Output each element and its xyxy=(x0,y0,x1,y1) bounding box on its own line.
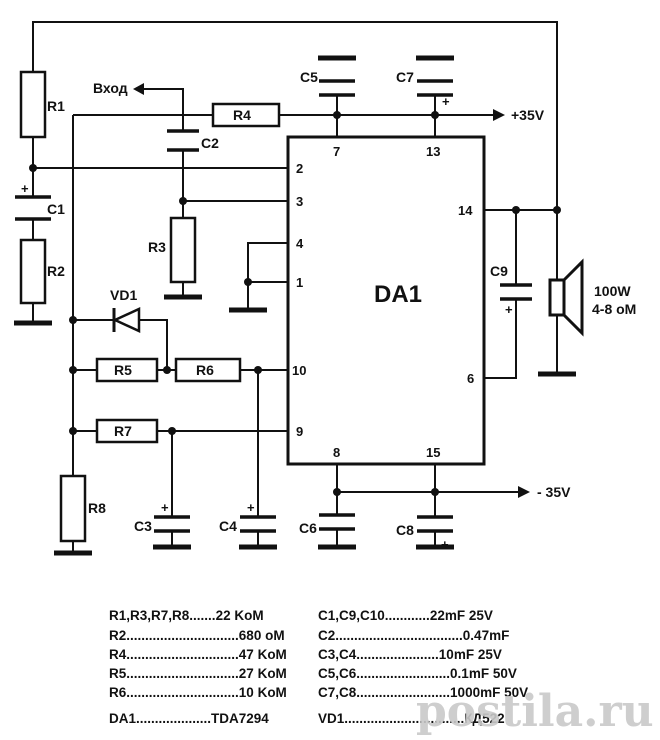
resistors xyxy=(19,70,281,543)
input-arrow xyxy=(133,83,144,95)
pin-7: 7 xyxy=(333,144,340,159)
resistor-r5 xyxy=(95,357,159,383)
capacitor-c8 xyxy=(417,515,453,533)
label-c2: C2 xyxy=(201,135,219,151)
label-vd1: VD1 xyxy=(110,287,137,303)
pin-1: 1 xyxy=(296,275,303,290)
label-supply-pos: +35V xyxy=(511,107,545,123)
capacitor-c9 xyxy=(500,283,532,301)
label-r4: R4 xyxy=(233,107,251,123)
bom-left-row-3: R5..............................27 KoM xyxy=(109,666,287,681)
pin-15: 15 xyxy=(426,445,440,460)
label-c4: C4 xyxy=(219,518,237,534)
watermark: postila.ru xyxy=(416,686,654,737)
supply-pos-arrow xyxy=(493,109,505,121)
label-r3: R3 xyxy=(148,239,166,255)
label-c9: C9 xyxy=(490,263,508,279)
label-r7: R7 xyxy=(114,423,132,439)
polarity-c8: + xyxy=(441,537,449,552)
label-c7: C7 xyxy=(396,69,414,85)
bom-right-row-0: C1,C9,C10............22mF 25V xyxy=(318,608,493,623)
label-speaker-impedance: 4-8 oM xyxy=(592,301,636,317)
bom-right: C1,C9,C10............22mF 25V C2........… xyxy=(318,608,528,726)
pin-2: 2 xyxy=(296,161,303,176)
label-c5: C5 xyxy=(300,69,318,85)
polarity-c9: + xyxy=(505,302,513,317)
capacitor-c4 xyxy=(240,515,276,533)
bom-left-row-2: R4..............................47 KoM xyxy=(109,647,287,662)
resistor-r6 xyxy=(174,357,242,383)
pin-14: 14 xyxy=(458,203,473,218)
pin-10: 10 xyxy=(292,363,306,378)
capacitor-c7 xyxy=(417,79,453,97)
bom-right-row-4: C7,C8.........................1000mF 50V xyxy=(318,685,528,700)
pin-6: 6 xyxy=(467,371,474,386)
label-c6: C6 xyxy=(299,520,317,536)
bom-right-row-2: C3,C4......................10mF 25V xyxy=(318,647,502,662)
label-c1: C1 xyxy=(47,201,65,217)
pin-4: 4 xyxy=(296,236,304,251)
bom-right-row-3: C5,C6.........................0.1mF 50V xyxy=(318,666,517,681)
label-c8: C8 xyxy=(396,522,414,538)
label-r2: R2 xyxy=(47,263,65,279)
label-c3: C3 xyxy=(134,518,152,534)
capacitors xyxy=(15,79,532,533)
supply-neg-arrow xyxy=(518,486,530,498)
resistor-r8 xyxy=(59,474,87,543)
bom-left-row-0: R1,R3,R7,R8.......22 KoM xyxy=(109,608,264,623)
speaker-icon xyxy=(548,258,584,337)
arrows xyxy=(133,83,530,498)
bom-right-diode: VD1................................КД522 xyxy=(318,711,505,726)
capacitor-c2 xyxy=(167,129,199,152)
label-r8: R8 xyxy=(88,500,106,516)
label-r6: R6 xyxy=(196,362,214,378)
pin-13: 13 xyxy=(426,144,440,159)
polarity-c3: + xyxy=(161,500,169,515)
bom-left-row-4: R6..............................10 KoM xyxy=(109,685,287,700)
bom-left-ic: DA1....................TDA7294 xyxy=(109,711,269,726)
label-r5: R5 xyxy=(114,362,132,378)
resistor-r1 xyxy=(19,70,47,139)
capacitor-c5 xyxy=(319,79,355,97)
diode-vd1 xyxy=(111,307,141,333)
label-r1: R1 xyxy=(47,98,65,114)
label-speaker-power: 100W xyxy=(594,283,631,299)
polarity-c7: + xyxy=(442,94,450,109)
chip-da1-body xyxy=(286,135,486,466)
pin-8: 8 xyxy=(333,445,340,460)
bom-left: R1,R3,R7,R8.......22 KoM R2.............… xyxy=(109,608,287,726)
capacitor-c3 xyxy=(154,515,190,533)
label-input: Вход xyxy=(93,80,128,96)
pin-3: 3 xyxy=(296,194,303,209)
polarity-c1: + xyxy=(21,181,29,196)
bom-left-row-1: R2..............................680 oM xyxy=(109,628,285,643)
resistor-r7 xyxy=(95,418,159,444)
capacitor-c6 xyxy=(319,513,355,531)
chip-label: DA1 xyxy=(374,281,422,308)
polarity-c4: + xyxy=(247,500,255,515)
resistor-r3 xyxy=(169,216,197,284)
junctions xyxy=(29,111,561,496)
ground-symbols xyxy=(14,55,576,556)
resistor-r4 xyxy=(211,102,281,128)
label-supply-neg: - 35V xyxy=(537,484,571,500)
capacitor-c1 xyxy=(15,195,51,221)
pin-9: 9 xyxy=(296,424,303,439)
resistor-r2 xyxy=(19,238,47,305)
bom-right-row-1: C2..................................0.47… xyxy=(318,628,509,643)
